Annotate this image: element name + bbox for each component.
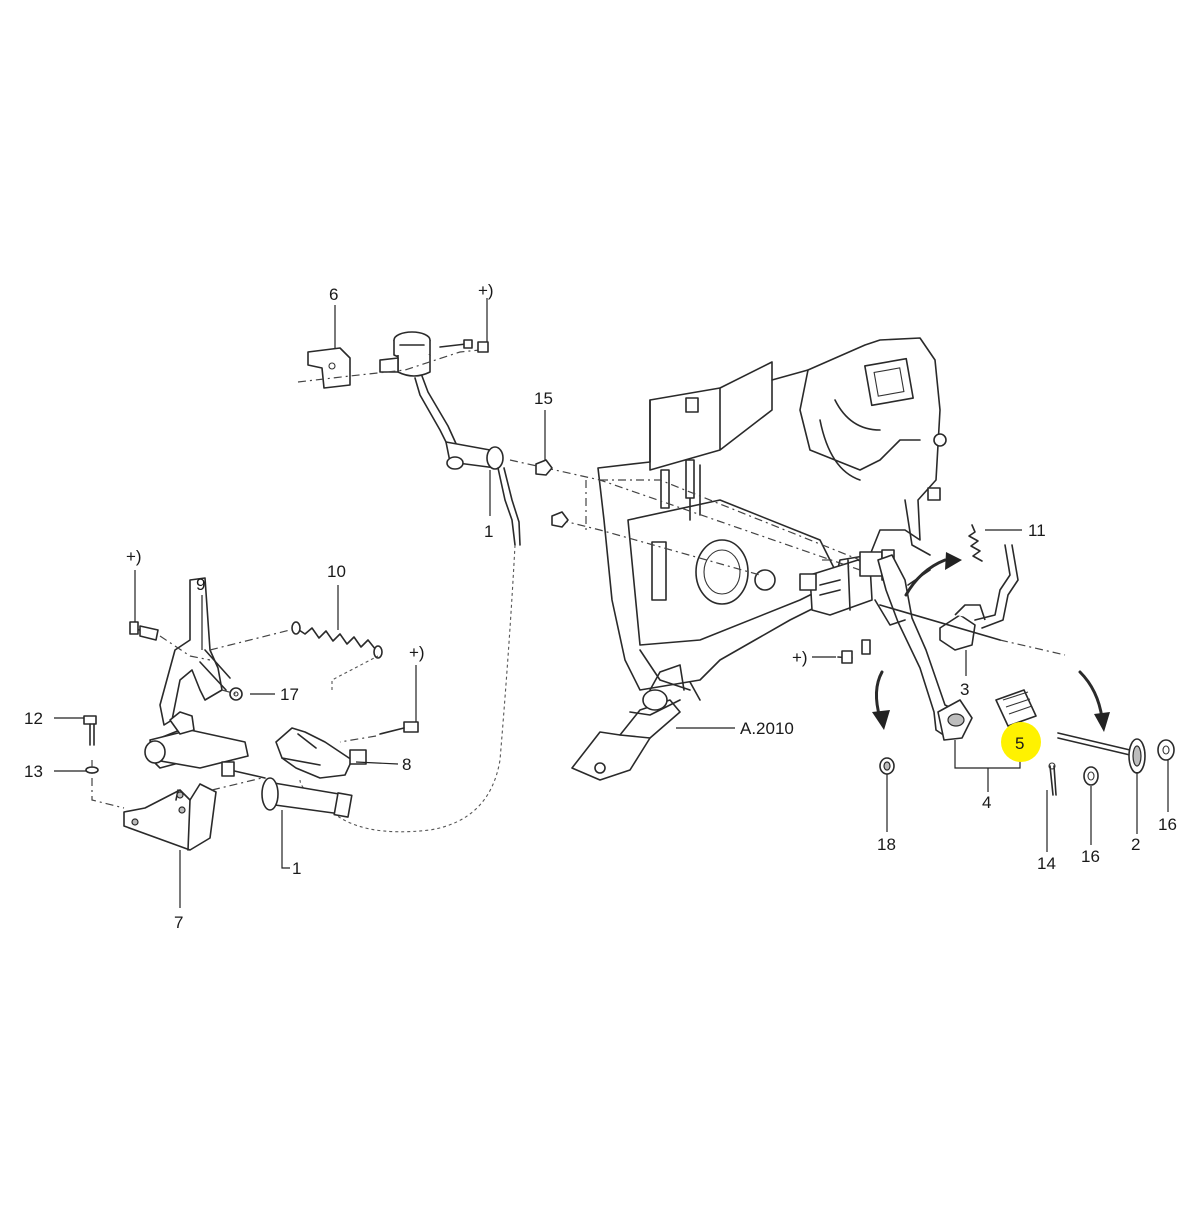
nut-15 bbox=[535, 459, 569, 528]
callout-leaders bbox=[54, 298, 1169, 908]
callout-10: 10 bbox=[327, 562, 346, 581]
split-pin bbox=[1048, 762, 1057, 796]
callout-6: 6 bbox=[329, 285, 338, 304]
bolt-plus-mid bbox=[379, 721, 419, 735]
washer-left bbox=[1083, 766, 1099, 786]
callout-12: 12 bbox=[24, 709, 43, 728]
callout-14: 14 bbox=[1037, 854, 1056, 873]
bolt-12 bbox=[83, 715, 97, 746]
lever-tube bbox=[144, 711, 249, 769]
callout-16-right: 16 bbox=[1158, 815, 1177, 834]
callout-17: 17 bbox=[280, 685, 299, 704]
callout-1-bottom: 1 bbox=[292, 859, 301, 878]
callout-labels: 6 +) 15 1 11 +) 9 10 +) 17 12 13 8 1 7 +… bbox=[24, 281, 1177, 932]
callout-plus-mid: +) bbox=[409, 643, 425, 662]
return-spring bbox=[968, 524, 983, 562]
lower-bracket bbox=[571, 664, 701, 781]
callout-13: 13 bbox=[24, 762, 43, 781]
callout-5: 5 bbox=[1015, 734, 1024, 753]
callout-18: 18 bbox=[877, 835, 896, 854]
callout-16-left: 16 bbox=[1081, 847, 1100, 866]
callout-a2010: A.2010 bbox=[740, 719, 794, 738]
movement-arrows bbox=[872, 552, 1110, 732]
callout-2: 2 bbox=[1131, 835, 1140, 854]
pedal-bracket bbox=[799, 549, 895, 616]
master-cylinder-top bbox=[445, 441, 521, 546]
callout-8: 8 bbox=[402, 755, 411, 774]
pedal-stop-bolt bbox=[837, 639, 871, 664]
fork-lever bbox=[275, 727, 367, 779]
pedal-pivot-bracket bbox=[939, 544, 1019, 651]
callout-4: 4 bbox=[982, 793, 991, 812]
fluid-reservoir bbox=[379, 331, 459, 451]
mounting-plate bbox=[123, 783, 217, 851]
callout-1-top: 1 bbox=[484, 522, 493, 541]
pedal-pad bbox=[995, 689, 1037, 727]
callout-9: 9 bbox=[196, 575, 205, 594]
tension-spring bbox=[291, 621, 383, 659]
callout-7: 7 bbox=[174, 913, 183, 932]
slave-cylinder bbox=[221, 761, 353, 818]
washer-right bbox=[1157, 739, 1175, 761]
nut bbox=[879, 757, 895, 775]
reservoir-screw bbox=[439, 339, 489, 353]
callout-5-highlight bbox=[1001, 722, 1041, 762]
left-bolt bbox=[129, 621, 159, 641]
firewall-panel bbox=[597, 337, 947, 691]
callout-plus-pedal: +) bbox=[792, 648, 808, 667]
callout-11: 11 bbox=[1028, 521, 1046, 540]
callout-plus-top: +) bbox=[478, 281, 494, 300]
callout-3: 3 bbox=[960, 680, 969, 699]
callout-15: 15 bbox=[534, 389, 553, 408]
reservoir-bracket bbox=[307, 347, 351, 389]
callout-plus-left: +) bbox=[126, 547, 142, 566]
pivot-bolt bbox=[1057, 732, 1146, 774]
bolt-17 bbox=[229, 687, 243, 701]
